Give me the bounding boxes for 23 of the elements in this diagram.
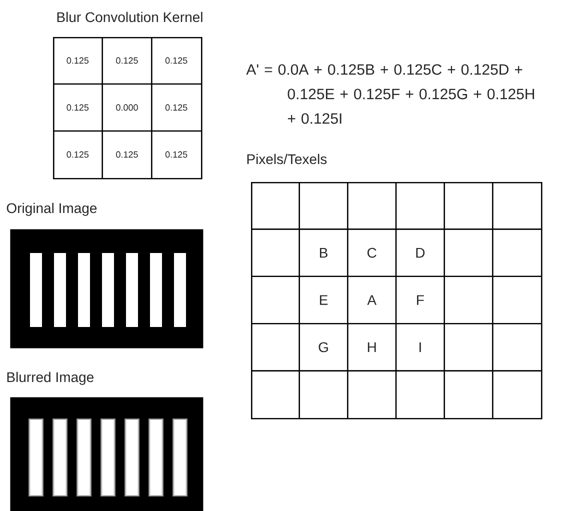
kernel-value: 0.125 xyxy=(116,151,138,158)
kernel-value: 0.125 xyxy=(116,57,138,64)
equation: A' = 0.0A + 0.125B + 0.125C + 0.125D + 0.125E + 0.125F + 0.125G + 0.125H + 0.125I xyxy=(246,64,534,124)
pixel-letter: G xyxy=(318,342,328,352)
pixel-letter: E xyxy=(320,295,328,305)
heading: Blur Convolution Kernel xyxy=(57,12,202,22)
heading: Blurred Image xyxy=(7,372,94,385)
heading: Pixels/Texels xyxy=(247,154,327,164)
kernel-value: 0.125 xyxy=(66,151,89,158)
pixel-letter: F xyxy=(417,295,424,305)
kernel-value: 0.125 xyxy=(165,151,188,158)
pixel-letter: H xyxy=(368,342,376,352)
kernel-value: 0.125 xyxy=(165,57,188,64)
pixel-letter: A xyxy=(367,295,376,305)
kernel-value: 0.125 xyxy=(165,104,188,111)
kernel-value: 0.125 xyxy=(66,57,89,64)
kernel-value: 0.125 xyxy=(66,104,89,111)
pixel-letter: C xyxy=(367,248,376,258)
kernel-value: 0.000 xyxy=(116,104,138,111)
pixel-letter: I xyxy=(420,342,421,352)
heading: Original Image xyxy=(6,202,97,216)
pixel-letter: B xyxy=(320,248,328,258)
pixel-letter: D xyxy=(416,248,425,258)
